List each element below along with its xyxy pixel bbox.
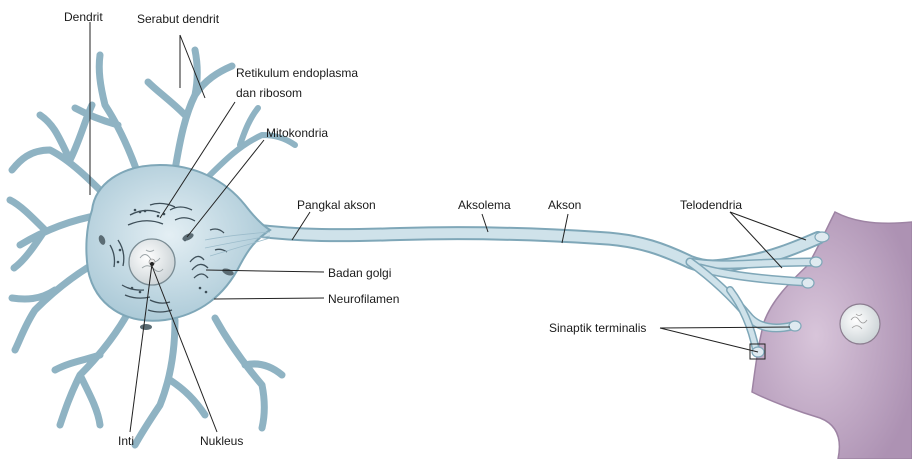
label-inti: Inti [118,434,134,448]
label-sinaptik-terminalis: Sinaptik terminalis [549,321,646,335]
label-nukleus: Nukleus [200,434,243,448]
label-pangkal-akson: Pangkal akson [297,198,376,212]
label-badan-golgi: Badan golgi [328,266,391,280]
label-retikulum-line2: dan ribosom [236,86,302,100]
label-telodendria: Telodendria [680,198,742,212]
label-dendrit: Dendrit [64,10,103,24]
leader-dots [150,262,154,266]
label-retikulum-line1: Retikulum endoplasma [236,66,358,80]
label-akson: Akson [548,198,581,212]
label-aksolema: Aksolema [458,198,511,212]
label-mitokondria: Mitokondria [266,126,328,140]
label-neurofilamen: Neurofilamen [328,292,399,306]
label-serabut-dendrit: Serabut dendrit [137,12,219,26]
target-nucleus [840,304,880,344]
